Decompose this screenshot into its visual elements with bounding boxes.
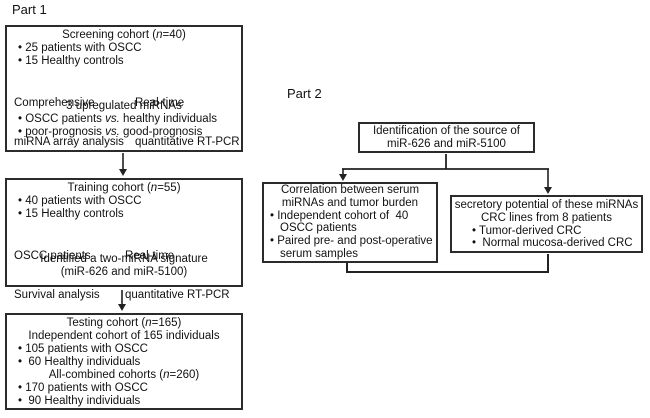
training-cohort-box: Training cohort (n=55) • 40 patients wit… bbox=[5, 178, 243, 301]
screening-method-left: Comprehensive miRNA array analysis bbox=[14, 97, 124, 148]
correlation-bullet1-cont: OSCC patients bbox=[280, 222, 357, 235]
training-title: Training cohort (n=55) bbox=[67, 182, 181, 194]
correlation-bullet1: • Independent cohort of 40 bbox=[270, 209, 409, 222]
secretory-line2: CRC lines from 8 patients bbox=[480, 211, 613, 224]
secretory-box: secretory potential of these miRNAs CRC … bbox=[450, 195, 643, 253]
training-result-line2: (miR-626 and miR-5100) bbox=[60, 266, 188, 278]
arrow-branch-to-correlation bbox=[339, 169, 347, 181]
arrow-branch-to-secretory bbox=[544, 169, 552, 194]
testing-bullet-healthy: • 60 Healthy individuals bbox=[18, 356, 141, 368]
correlation-line2: miRNAs and tumor burden bbox=[281, 196, 419, 209]
part2-label: Part 2 bbox=[287, 86, 322, 101]
screening-result-title: 3 upregulated miRNAs bbox=[66, 100, 182, 112]
correlation-bullet2: • Paired pre- and post-operative bbox=[270, 235, 433, 248]
screening-result-bullet1: • OSCC patients vs. healthy individuals bbox=[18, 113, 217, 125]
correlation-bullet2-cont: serum samples bbox=[280, 247, 358, 260]
screening-result-bullet2: • poor-prognosis vs. good-prognosis bbox=[18, 126, 203, 138]
screening-title: Screening cohort (n=40) bbox=[62, 29, 186, 41]
training-bullet-patients: • 40 patients with OSCC bbox=[18, 195, 142, 207]
identification-line1: Identification of the source of bbox=[372, 125, 521, 137]
secretory-bullet-tumor: • Tumor-derived CRC bbox=[472, 224, 582, 237]
part1-label: Part 1 bbox=[12, 2, 47, 17]
screening-method-right: Real-time quantitative RT-PCR bbox=[135, 97, 240, 148]
screening-bullet-patients: • 25 patients with OSCC bbox=[18, 42, 142, 54]
screening-bullet-controls: • 15 Healthy controls bbox=[18, 55, 124, 67]
testing-combined-title: All-combined cohorts (n=260) bbox=[48, 369, 200, 381]
secretory-bullet-normal: • Normal mucosa-derived CRC bbox=[472, 237, 633, 250]
training-method-labels: OSCC patients Survival analysis Real-tim… bbox=[7, 224, 241, 301]
testing-bullet-combined-healthy: • 90 Healthy individuals bbox=[18, 395, 141, 407]
screening-cohort-box: Screening cohort (n=40) • 25 patients wi… bbox=[5, 25, 243, 152]
identification-box: Identification of the source of miR-626 … bbox=[358, 122, 535, 153]
training-bullet-controls: • 15 Healthy controls bbox=[18, 208, 124, 220]
training-result-line1: Identified a two-miRNA signature bbox=[40, 253, 208, 265]
testing-subtitle: Independent cohort of 165 individuals bbox=[28, 330, 220, 342]
testing-bullet-combined-oscc: • 170 patients with OSCC bbox=[18, 382, 148, 394]
training-method-left: OSCC patients Survival analysis bbox=[14, 250, 100, 301]
correlation-line1: Correlation between serum bbox=[280, 184, 420, 196]
testing-title: Testing cohort (n=165) bbox=[66, 317, 182, 329]
screening-method-labels: Comprehensive miRNA array analysis Real-… bbox=[7, 71, 241, 148]
identification-line2: miR-626 and miR-5100 bbox=[387, 137, 506, 150]
correlation-box: Correlation between serum miRNAs and tum… bbox=[262, 182, 438, 263]
part2-branch-connector bbox=[342, 154, 549, 170]
secretory-line1: secretory potential of these miRNAs bbox=[454, 199, 639, 211]
testing-bullet-oscc: • 105 patients with OSCC bbox=[18, 343, 148, 355]
testing-cohort-box: Testing cohort (n=165) Independent cohor… bbox=[5, 313, 243, 410]
training-method-right: Real-time quantitative RT-PCR bbox=[125, 250, 230, 301]
